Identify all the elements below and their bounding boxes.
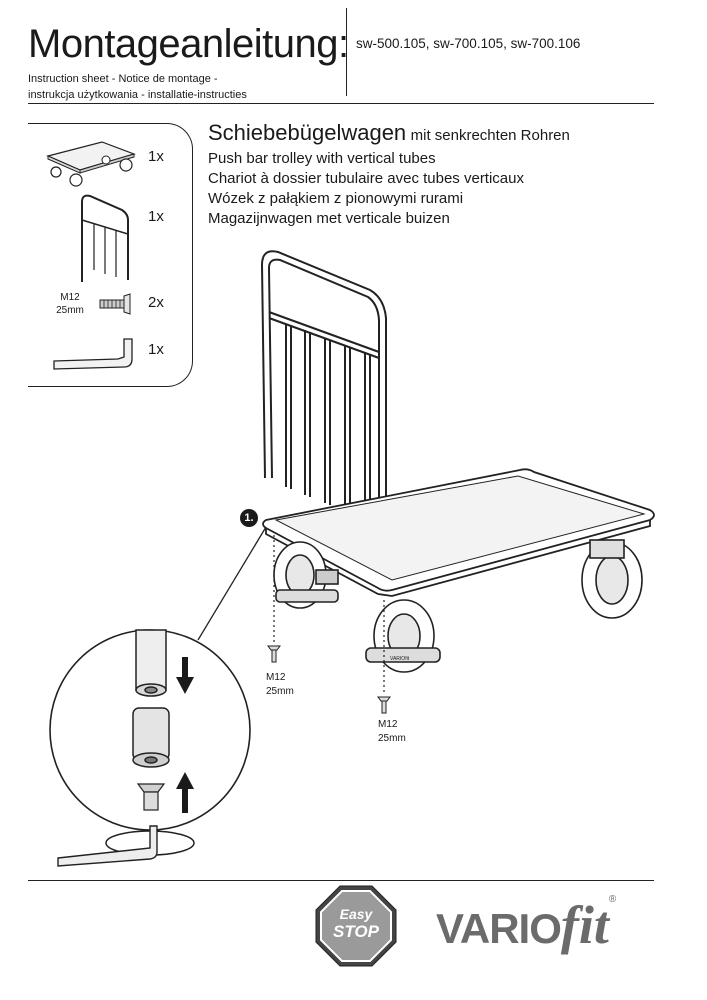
part-3-qty: 2x bbox=[148, 294, 164, 311]
detail-insert bbox=[132, 707, 170, 768]
badge-line-2: STOP bbox=[333, 922, 379, 941]
product-name-de: Schiebebügelwagen bbox=[208, 120, 407, 145]
footer-rule bbox=[28, 880, 654, 881]
screw-left bbox=[267, 645, 281, 663]
logo-vario: VARIO bbox=[436, 905, 562, 952]
screw-left-length: 25mm bbox=[266, 686, 294, 697]
badge-line-1: Easy bbox=[339, 906, 373, 922]
screw-spec-length: 25mm bbox=[56, 305, 84, 316]
arrow-down-icon bbox=[176, 657, 194, 694]
push-bar-frame bbox=[260, 250, 387, 545]
screw-left-size: M12 bbox=[266, 672, 286, 683]
detail-hex-key bbox=[57, 825, 158, 867]
product-name-de-suffix: mit senkrechten Rohren bbox=[410, 127, 570, 144]
screw-right-size: M12 bbox=[378, 719, 398, 730]
header-divider bbox=[346, 8, 347, 96]
detail-tube bbox=[135, 629, 167, 697]
header-rule bbox=[28, 103, 654, 104]
logo-registered-mark: ® bbox=[608, 894, 617, 905]
part-1-qty: 1x bbox=[148, 148, 164, 165]
subtitle-line-1: Instruction sheet - Notice de montage - bbox=[28, 73, 218, 85]
wheel-brand-label: VARIOfit bbox=[390, 656, 410, 662]
logo-fit: fit bbox=[560, 895, 609, 955]
product-name-fr: Chariot à dossier tubulaire avec tubes v… bbox=[208, 170, 524, 187]
variofit-logo: VARIOfit® bbox=[436, 894, 616, 956]
product-title: Schiebebügelwagen mit senkrechten Rohren bbox=[208, 120, 570, 146]
wheels bbox=[273, 539, 643, 673]
screw-spec-size: M12 bbox=[60, 292, 80, 303]
detail-screw bbox=[136, 783, 166, 811]
model-numbers: sw-500.105, sw-700.105, sw-700.106 bbox=[356, 36, 581, 51]
part-4-qty: 1x bbox=[148, 341, 164, 358]
document-title: Montageanleitung: bbox=[28, 22, 349, 66]
easy-stop-badge bbox=[315, 885, 397, 967]
push-bar-icon bbox=[81, 194, 129, 282]
trolley-platform bbox=[262, 468, 655, 597]
detail-leader-line bbox=[197, 526, 267, 641]
part-2-qty: 1x bbox=[148, 208, 164, 225]
product-name-pl: Wózek z pałąkiem z pionowymi rurami bbox=[208, 190, 464, 207]
screw-right bbox=[377, 696, 391, 714]
product-name-nl: Magazijnwagen met verticale buizen bbox=[208, 210, 450, 227]
arrow-up-icon bbox=[176, 772, 194, 813]
screw-icon bbox=[99, 293, 131, 315]
subtitle-line-2: instrukcja użytkowania - installatie-ins… bbox=[28, 89, 247, 101]
screw-right-length: 25mm bbox=[378, 733, 406, 744]
step-number-badge: 1. bbox=[240, 509, 258, 527]
trolley-base-icon bbox=[46, 141, 136, 187]
parts-list-box bbox=[28, 123, 193, 387]
hex-key-icon bbox=[53, 338, 133, 370]
product-name-en: Push bar trolley with vertical tubes bbox=[208, 150, 436, 167]
